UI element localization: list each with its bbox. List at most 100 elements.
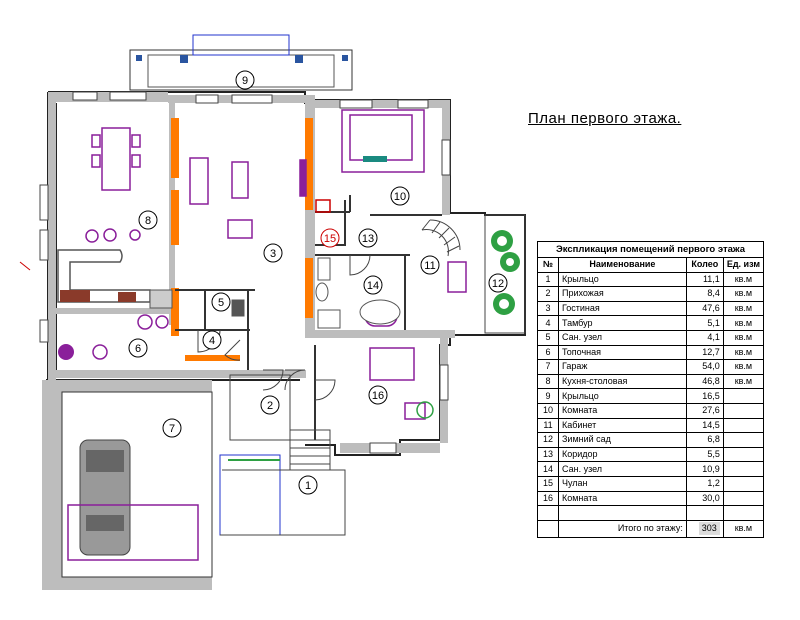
- room-4: 4: [202, 330, 222, 350]
- room-15: 15: [320, 228, 340, 248]
- row-area: 1,2: [685, 475, 724, 492]
- row-area: 14,5: [685, 417, 724, 434]
- svg-text:1: 1: [305, 480, 311, 492]
- staircase: [421, 219, 461, 257]
- row-area: 4,1: [685, 329, 724, 346]
- room-labels: 1 2 3 4 5 6 7 8 9 10 11 12 13 14 15 16: [128, 70, 508, 495]
- room-5: 5: [211, 292, 231, 312]
- closet-accent: [315, 199, 331, 213]
- row-number: 14: [537, 461, 559, 477]
- row-number: 5: [537, 329, 559, 346]
- row-name: Гостиная: [558, 300, 687, 317]
- svg-text:13: 13: [362, 233, 374, 245]
- row-name: Кабинет: [558, 417, 687, 434]
- row-name: Комната: [558, 402, 687, 419]
- room-3: 3: [263, 243, 283, 263]
- kitchen: [57, 249, 173, 309]
- svg-text:14: 14: [367, 280, 379, 292]
- svg-text:2: 2: [267, 400, 273, 412]
- room-16: 16: [368, 385, 388, 405]
- row-name: Сан. узел: [558, 329, 687, 346]
- windows: [39, 91, 451, 454]
- row-number: 12: [537, 432, 559, 448]
- header-name: Наименование: [558, 257, 687, 273]
- row-unit: [722, 475, 765, 492]
- row-name: Прихожая: [558, 286, 687, 302]
- row-area: 5,1: [685, 315, 724, 331]
- total-unit: кв.м: [722, 519, 765, 538]
- room-7: 7: [162, 418, 182, 438]
- row-area: 16,5: [685, 388, 724, 404]
- row-area: 46,8: [685, 373, 724, 390]
- row-area: 6,8: [685, 432, 724, 448]
- row-number: 13: [537, 446, 559, 463]
- row-area: 54,0: [685, 359, 724, 375]
- row-area: 11,1: [685, 271, 724, 288]
- row-unit: [722, 461, 765, 477]
- row-unit: кв.м: [722, 359, 765, 375]
- room-14: 14: [363, 275, 383, 295]
- bed-trim: [363, 156, 387, 162]
- room-8: 8: [138, 210, 158, 230]
- svg-text:5: 5: [218, 297, 224, 309]
- svg-text:4: 4: [209, 335, 215, 347]
- furniture: [58, 109, 467, 420]
- row-unit: [722, 446, 765, 463]
- row-area: 8,4: [685, 286, 724, 302]
- svg-text:10: 10: [394, 191, 406, 203]
- room-11: 11: [420, 255, 440, 275]
- row-unit: кв.м: [722, 315, 765, 331]
- svg-text:11: 11: [424, 260, 435, 272]
- row-number: 7: [537, 359, 559, 375]
- row-area: 12,7: [685, 344, 724, 361]
- row-number: 2: [537, 286, 559, 302]
- row-number: 8: [537, 373, 559, 390]
- row-name: Сан. узел: [558, 461, 687, 477]
- mark-arrow: [19, 261, 31, 271]
- row-number: 1: [537, 271, 559, 288]
- room-13: 13: [358, 228, 378, 248]
- row-name: Крыльцо: [558, 271, 687, 288]
- row-area: 27,6: [685, 402, 724, 419]
- bath-fixtures: [231, 257, 401, 329]
- room-2: 2: [260, 395, 280, 415]
- row-area: 10,9: [685, 461, 724, 477]
- svg-text:6: 6: [135, 343, 141, 355]
- row-name: Крыльцо: [558, 388, 687, 404]
- row-unit: [722, 388, 765, 404]
- entry-stairs: [219, 374, 346, 536]
- row-name: Коридор: [558, 446, 687, 463]
- row-unit: кв.м: [722, 286, 765, 302]
- columns: [171, 118, 313, 361]
- doors: [197, 254, 371, 401]
- row-unit: кв.м: [722, 271, 765, 288]
- svg-text:9: 9: [242, 75, 248, 87]
- row-number: 4: [537, 315, 559, 331]
- row-area: 5,5: [685, 446, 724, 463]
- table-header-row: № Наименование Колео Ед. изм: [537, 257, 765, 273]
- row-number: 9: [537, 388, 559, 404]
- room-9: 9: [235, 70, 255, 90]
- room-12: 12: [488, 273, 508, 293]
- svg-text:15: 15: [324, 233, 336, 245]
- header-num: №: [537, 257, 559, 273]
- header-unit: Ед. изм: [722, 257, 765, 273]
- header-area: Колео: [685, 257, 724, 273]
- row-number: 10: [537, 402, 559, 419]
- row-area: 47,6: [685, 300, 724, 317]
- winter-garden: [484, 214, 526, 334]
- row-name: Чулан: [558, 475, 687, 492]
- room-1: 1: [298, 475, 318, 495]
